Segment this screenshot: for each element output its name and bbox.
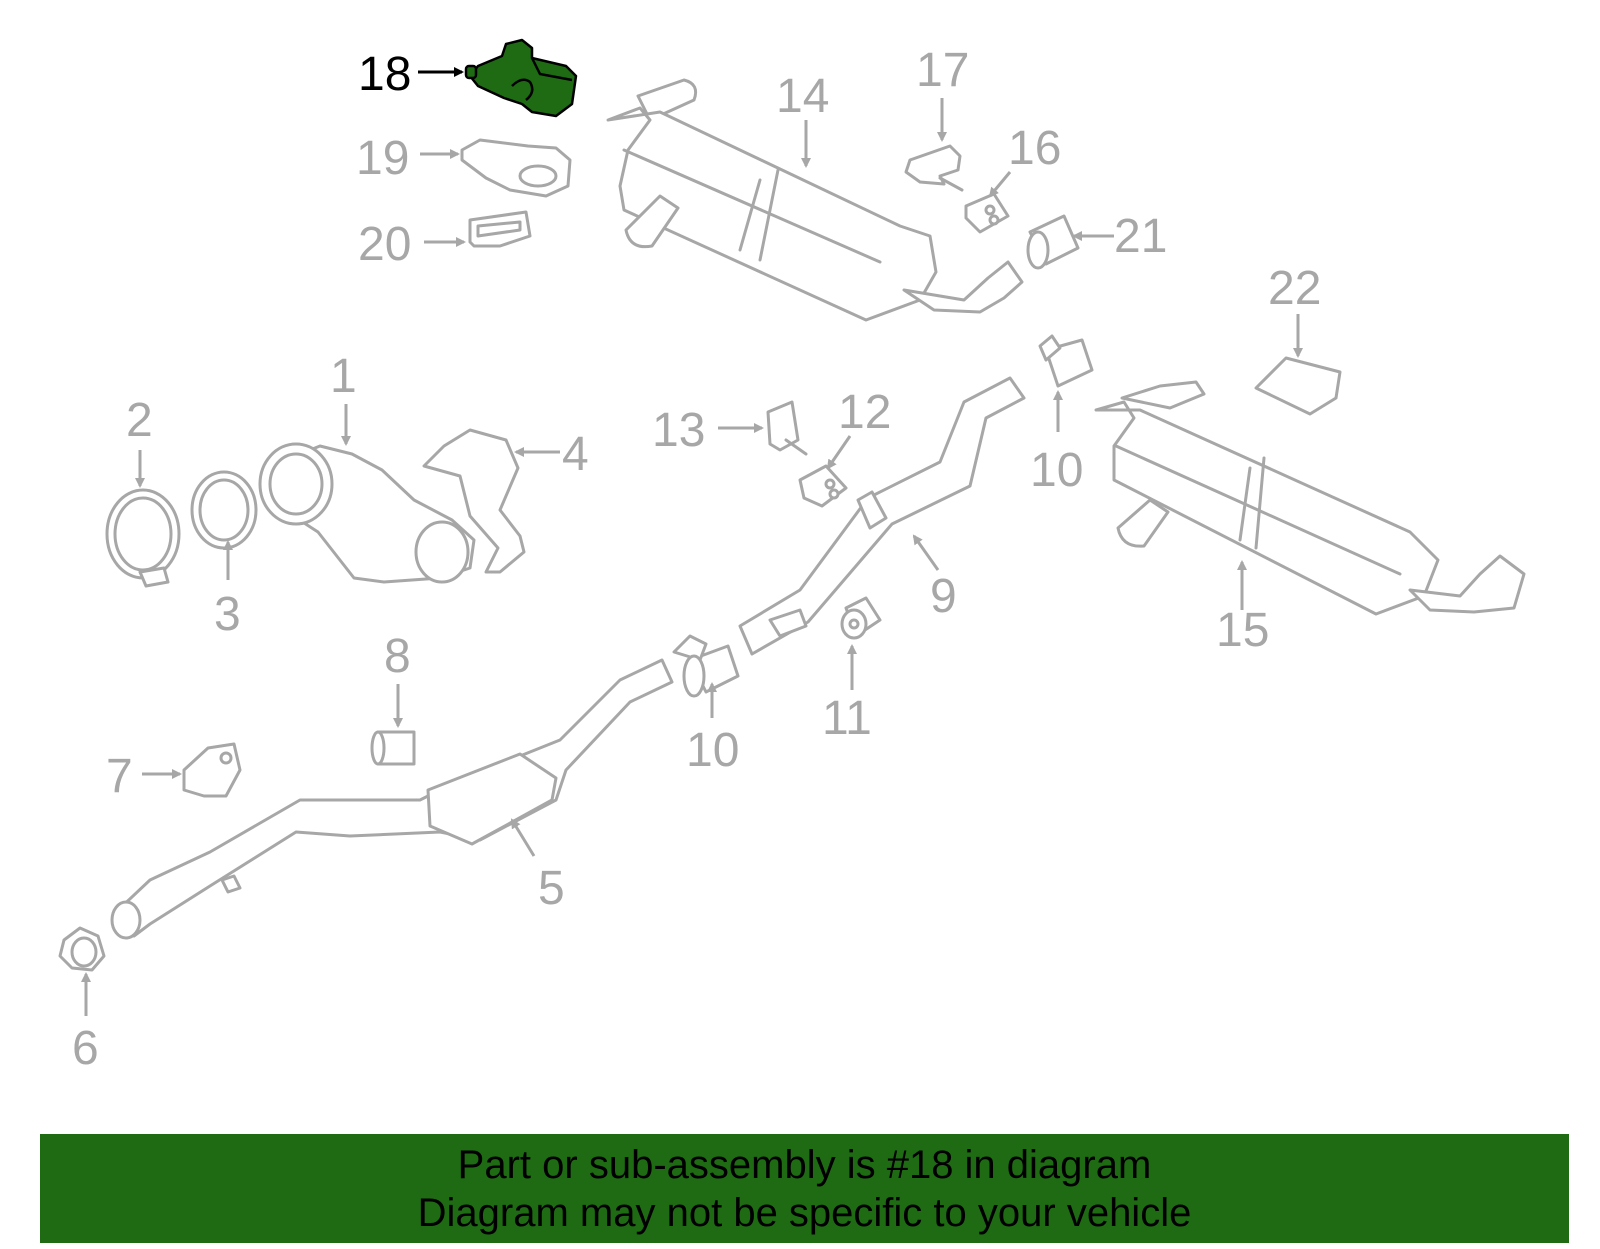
- callout-9-arrow: [912, 534, 940, 571]
- callout-14: 14: [776, 70, 829, 123]
- part-3-gasket: [190, 470, 258, 550]
- part-4-heat-shield: [422, 428, 526, 574]
- callout-21: 21: [1114, 210, 1167, 263]
- part-13-hanger: [766, 400, 808, 456]
- callout-13: 13: [652, 404, 705, 457]
- footer-banner: Part or sub-assembly is #18 in diagram D…: [40, 1134, 1569, 1243]
- callout-1: 1: [330, 350, 357, 403]
- part-9-intermediate-pipe: [738, 376, 1026, 656]
- part-6-gasket: [58, 926, 106, 972]
- part-12-isolator: [798, 464, 848, 508]
- part-15-rear-muffler: [1094, 380, 1526, 616]
- callout-5: 5: [538, 862, 565, 915]
- part-21-exhaust-tip: [1026, 214, 1080, 270]
- part-5-front-pipe: [110, 658, 674, 940]
- callout-20: 20: [358, 218, 411, 271]
- part-16-isolator: [964, 192, 1010, 234]
- callout-8: 8: [384, 630, 411, 683]
- callout-18[interactable]: 18: [358, 48, 411, 101]
- banner-disclaimer: Diagram may not be specific to your vehi…: [417, 1190, 1192, 1235]
- callout-10-upper: 10: [1030, 444, 1083, 497]
- callout-19: 19: [356, 132, 409, 185]
- part-14-rear-muffler: [606, 78, 1024, 322]
- callout-16: 16: [1008, 122, 1061, 175]
- callout-22: 22: [1268, 262, 1321, 315]
- part-18-highlighted[interactable]: [464, 38, 578, 118]
- callout-11: 11: [822, 692, 872, 745]
- callout-12-arrow: [826, 435, 852, 470]
- part-11-bushing: [840, 596, 882, 640]
- callout-4: 4: [562, 428, 589, 481]
- part-7-bracket: [182, 742, 242, 798]
- callout-5-arrow: [510, 818, 536, 857]
- part-22-cover: [1254, 356, 1342, 416]
- part-8-sleeve: [370, 730, 416, 766]
- part-1-catalytic-converter: [258, 442, 476, 584]
- part-19-bracket: [460, 138, 572, 198]
- callout-6: 6: [72, 1022, 99, 1075]
- part-10-clamp-middle: [672, 634, 740, 698]
- part-10-clamp-upper: [1038, 334, 1094, 388]
- callout-7: 7: [106, 750, 133, 803]
- callout-15: 15: [1216, 604, 1269, 657]
- part-20-clip: [468, 210, 532, 248]
- callout-12: 12: [838, 386, 891, 439]
- part-17-bracket: [904, 144, 964, 192]
- callout-3: 3: [214, 588, 241, 641]
- callout-2: 2: [126, 394, 153, 447]
- callout-16-arrow: [988, 171, 1012, 198]
- banner-part-note: Part or sub-assembly is #18 in diagram: [457, 1142, 1152, 1187]
- callout-17: 17: [916, 44, 969, 97]
- part-2-clamp: [105, 488, 181, 588]
- callout-9: 9: [930, 570, 957, 623]
- callout-10-middle: 10: [686, 724, 739, 777]
